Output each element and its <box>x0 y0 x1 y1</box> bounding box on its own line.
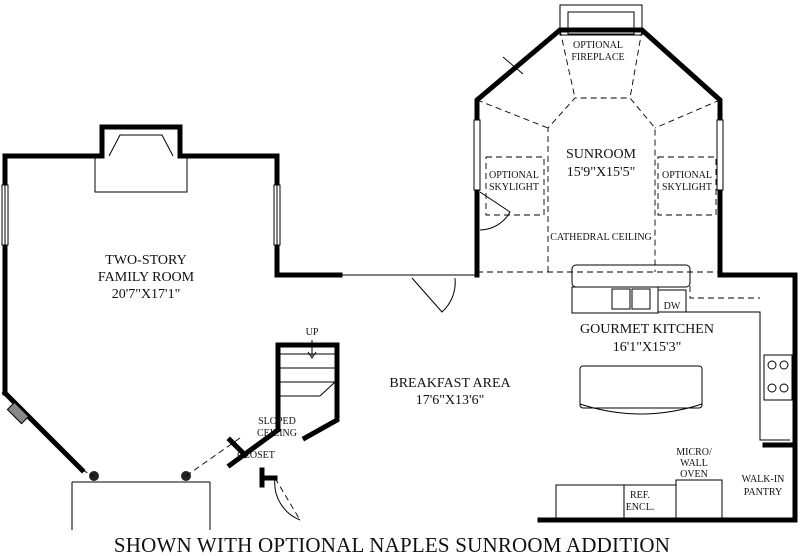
skylight-left-line2: SKYLIGHT <box>489 182 539 193</box>
kitchen-name: GOURMET KITCHEN <box>580 322 714 337</box>
dishwasher-label: DW <box>664 301 681 312</box>
walk-in-pantry-line2: PANTRY <box>744 487 783 498</box>
breakfast-area-dimensions: 17'6"X13'6" <box>416 393 485 408</box>
family-room-dimensions: 20'7"X17'1" <box>112 287 181 302</box>
sunroom-walls <box>340 4 724 278</box>
skylight-right-line2: SKYLIGHT <box>662 182 712 193</box>
family-room-name-line1: TWO-STORY <box>105 253 186 268</box>
ref-encl-line1: REF. <box>630 490 650 501</box>
skylight-right-line1: OPTIONAL <box>662 170 712 181</box>
sunroom-name: SUNROOM <box>566 147 637 162</box>
stairs-up-label: UP <box>306 327 319 338</box>
breakfast-area-name: BREAKFAST AREA <box>389 376 511 391</box>
micro-wall-oven-line3: OVEN <box>680 469 708 480</box>
fireplace-label-line2: FIREPLACE <box>571 52 624 63</box>
family-room-walls <box>1 124 343 530</box>
stairs <box>226 340 340 521</box>
micro-wall-oven-line1: MICRO/ <box>676 447 712 458</box>
skylight-left-line1: OPTIONAL <box>489 170 539 181</box>
ref-encl-line2: ENCL. <box>626 502 655 513</box>
plan-caption: SHOWN WITH OPTIONAL NAPLES SUNROOM ADDIT… <box>114 533 670 556</box>
sunroom-dimensions: 15'9"X15'5" <box>567 165 636 180</box>
family-room-name-line2: FAMILY ROOM <box>98 270 195 285</box>
kitchen-walls <box>411 264 798 523</box>
fireplace-label-line1: OPTIONAL <box>573 40 623 51</box>
kitchen-dimensions: 16'1"X15'3" <box>613 340 682 355</box>
closet-label: CLOSET <box>237 450 275 461</box>
micro-wall-oven-line2: WALL <box>680 458 708 469</box>
sloped-ceiling-line2: CEILING <box>257 428 297 439</box>
sloped-ceiling-line1: SLOPED <box>258 416 296 427</box>
cathedral-ceiling-label: CATHEDRAL CEILING <box>550 232 652 243</box>
walk-in-pantry-line1: WALK-IN <box>742 474 785 485</box>
